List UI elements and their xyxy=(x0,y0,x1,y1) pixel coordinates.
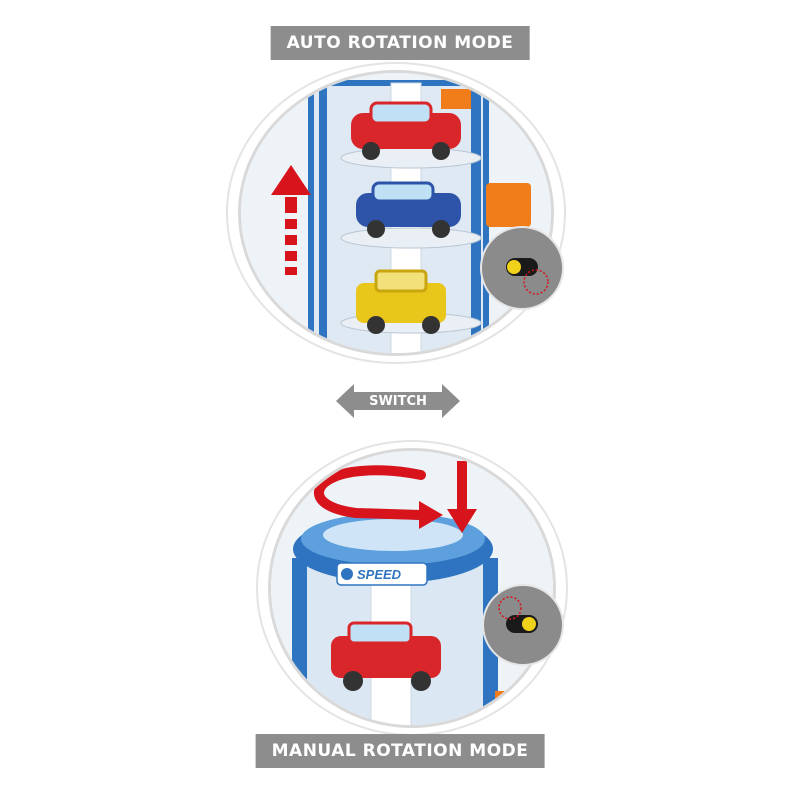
auto-switch-inset xyxy=(480,226,564,310)
toggle-switch-icon xyxy=(486,588,560,662)
red-car xyxy=(331,621,441,691)
auto-rotation-photo xyxy=(238,70,554,356)
red-car xyxy=(351,101,461,160)
switch-label: SWITCH xyxy=(369,393,427,409)
up-arrow-icon xyxy=(271,165,311,275)
auto-outer-ring xyxy=(226,62,566,364)
rotate-arrow-icon xyxy=(314,465,443,529)
auto-tower-illustration xyxy=(241,73,551,353)
manual-switch-inset xyxy=(482,584,564,666)
manual-rotation-mode-title: MANUAL ROTATION MODE xyxy=(271,741,529,761)
speed-logo-text: SPEED xyxy=(357,567,402,582)
yellow-car xyxy=(356,269,446,334)
toggle-switch-icon xyxy=(484,230,560,306)
auto-rotation-mode-banner: AUTO ROTATION MODE xyxy=(270,26,530,60)
blue-car xyxy=(356,181,461,238)
switch-indicator: SWITCH xyxy=(336,382,460,420)
auto-rotation-mode-title: AUTO ROTATION MODE xyxy=(286,33,514,53)
down-arrow-icon xyxy=(447,461,477,533)
double-arrow-icon xyxy=(336,384,460,418)
manual-rotation-mode-banner: MANUAL ROTATION MODE xyxy=(255,734,545,768)
